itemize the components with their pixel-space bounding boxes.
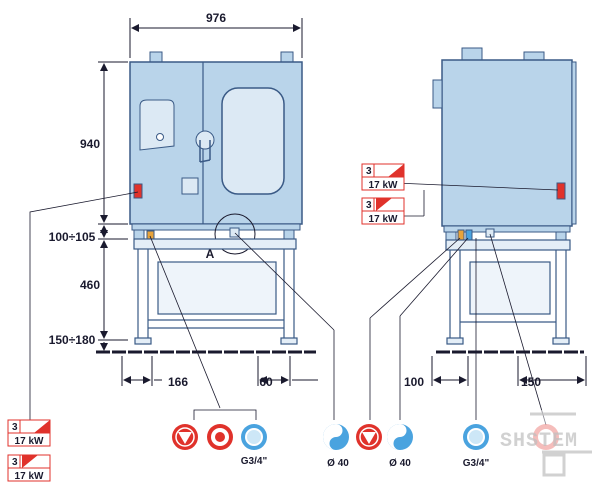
dim-right-offset: 60: [259, 375, 273, 389]
svg-text:3: 3: [366, 166, 372, 177]
drain-valve-icon: [172, 424, 198, 450]
power-badge-side-bottom: 3 17 kW: [361, 197, 405, 225]
drain-icon: [323, 424, 349, 450]
stand-side: [445, 239, 571, 345]
door-handle: [195, 130, 215, 163]
water-inlet-side-icon: [463, 424, 489, 450]
control-panel: [139, 99, 175, 151]
label-drain-1: Ø 40: [327, 458, 349, 469]
side-view: [432, 47, 577, 345]
svg-text:17 kW: 17 kW: [15, 471, 44, 482]
dim-width: 976: [206, 11, 226, 25]
dim-height-body: 940: [80, 137, 100, 151]
power-connector-side: [556, 182, 566, 200]
detail-circle-a: [214, 213, 256, 255]
watermark: SHSTEM: [496, 410, 596, 477]
access-panel: [181, 177, 199, 195]
label-water-inlet-1: G3/4": [241, 456, 268, 467]
dim-base-gap: 100÷105: [49, 230, 96, 244]
oven-window: [221, 87, 285, 195]
drain-side-icon: [387, 424, 413, 450]
drain-valve-side-icon: [356, 424, 382, 450]
label-water-inlet-2: G3/4": [463, 458, 490, 469]
svg-text:3: 3: [12, 422, 18, 433]
power-connector-front: [133, 183, 143, 199]
svg-text:17 kW: 17 kW: [15, 436, 44, 447]
stand-front: [133, 238, 298, 345]
steam-drain-icon: [533, 424, 559, 450]
power-badge-front-top: 3 17 kW: [7, 419, 51, 447]
vent-left: [149, 51, 163, 63]
control-knob: [156, 133, 164, 141]
svg-text:SHSTEM: SHSTEM: [500, 430, 578, 453]
power-badge-side-top: 3 17 kW: [361, 163, 405, 191]
svg-text:17 kW: 17 kW: [369, 214, 398, 225]
water-supply-icon: [207, 424, 233, 450]
svg-text:17 kW: 17 kW: [369, 180, 398, 191]
oven-body-side: [441, 59, 573, 227]
dim-side-front: 100: [404, 375, 424, 389]
dim-left-offset: 166: [168, 375, 188, 389]
detail-label: A: [206, 247, 215, 261]
dim-floor-gap: 150÷180: [49, 333, 96, 347]
svg-text:3: 3: [366, 200, 372, 211]
water-inlet-icon: [241, 424, 267, 450]
front-view: [129, 51, 303, 345]
power-badge-front-bottom: 3 17 kW: [7, 454, 51, 482]
dim-stand-height: 460: [80, 278, 100, 292]
vent-right: [280, 51, 294, 63]
svg-text:3: 3: [12, 457, 18, 468]
label-drain-2: Ø 40: [389, 458, 411, 469]
dim-side-back: 150: [521, 375, 541, 389]
